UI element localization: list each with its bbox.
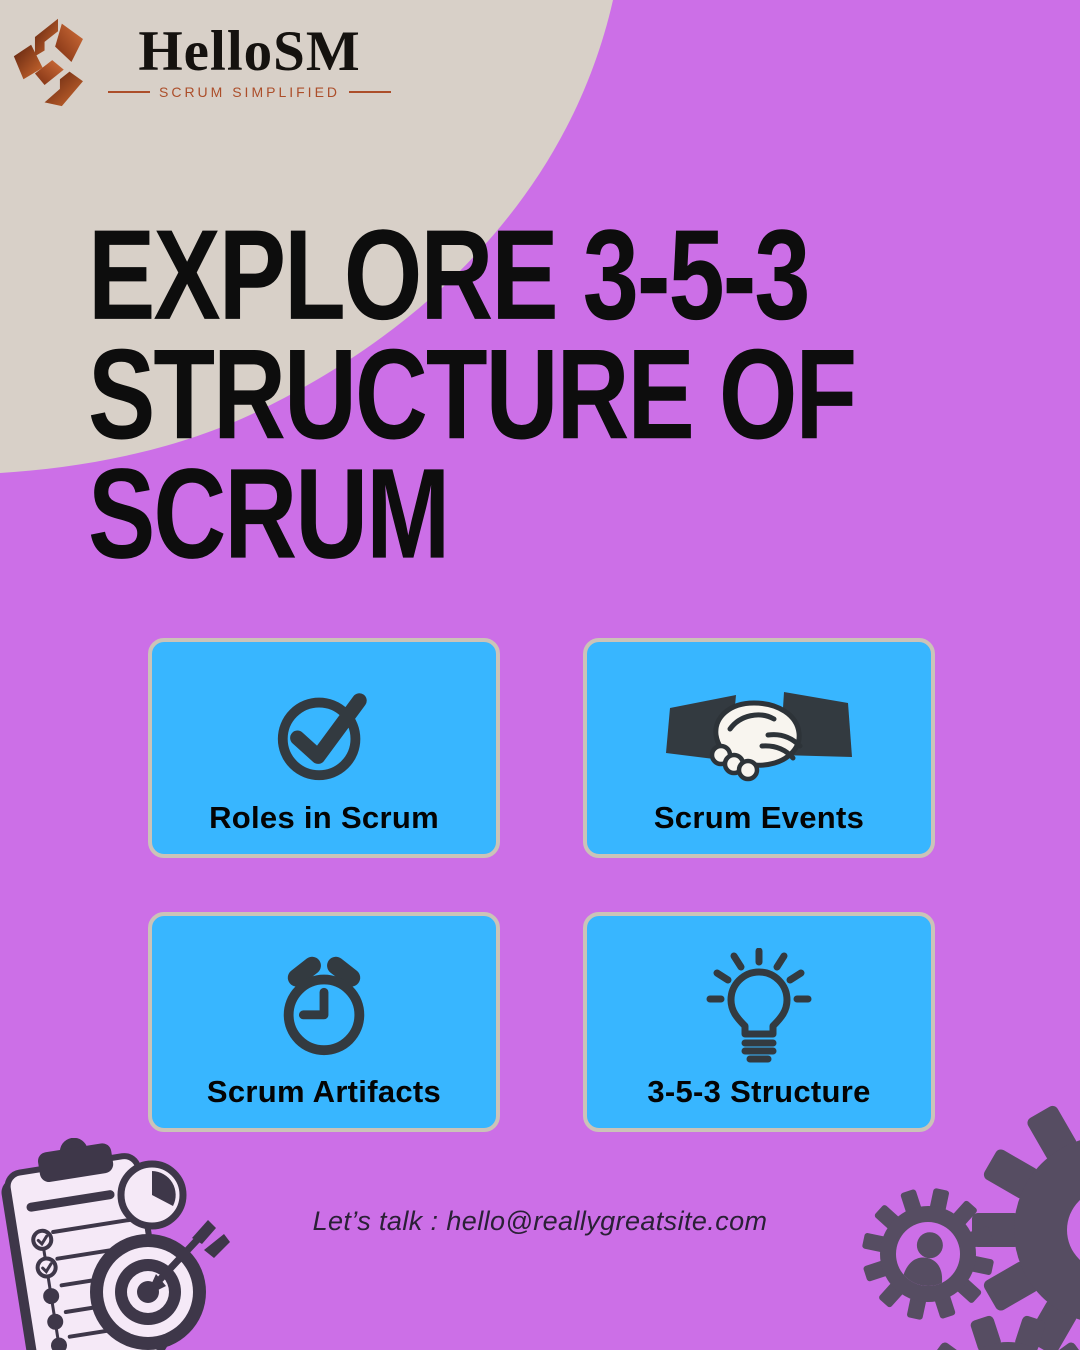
contact-line: Let’s talk : hello@reallygreatsite.com [0,1206,1080,1237]
contact-label: Let’s talk : [312,1206,439,1236]
tagline-dash-left [108,90,150,93]
main-heading: EXPLORE 3-5-3 STRUCTURE OF SCRUM [88,204,857,586]
tagline-dash-right [349,90,392,93]
brand-name: HelloSM [138,20,361,83]
brand-logo: HelloSM SCRUM SIMPLIFIED [10,14,392,110]
card-353-structure[interactable]: 3-5-3 Structure [583,912,935,1132]
clipboard-target-illustration [1,1138,230,1350]
card-roles-in-scrum[interactable]: Roles in Scrum [148,638,500,858]
card-scrum-artifacts[interactable]: Scrum Artifacts [148,912,500,1132]
hexagon-s-monogram-icon [13,18,83,107]
heading-line-3: SCRUM [88,443,450,586]
person-icon [901,1232,943,1290]
contact-email[interactable]: hello@reallygreatsite.com [446,1206,768,1236]
card-label: Scrum Events [653,800,865,835]
topic-cards: Roles in Scrum Scrum Events [148,638,935,1132]
alarm-clock-icon [270,940,378,1074]
check-circle-icon [270,666,378,800]
handshake-icon [664,666,854,800]
card-label: Roles in Scrum [209,800,439,835]
brand-tagline: SCRUM SIMPLIFIED [159,83,341,100]
heading-line-1: EXPLORE 3-5-3 [88,204,811,347]
lightbulb-icon [703,940,815,1074]
card-label: 3-5-3 Structure [647,1074,871,1109]
card-scrum-events[interactable]: Scrum Events [583,638,935,858]
card-label: Scrum Artifacts [206,1074,442,1109]
gear-person-icon [861,1187,995,1321]
target-icon [90,1220,230,1350]
gear-small-icon [929,1314,1080,1350]
heading-line-2: STRUCTURE OF [88,323,857,467]
